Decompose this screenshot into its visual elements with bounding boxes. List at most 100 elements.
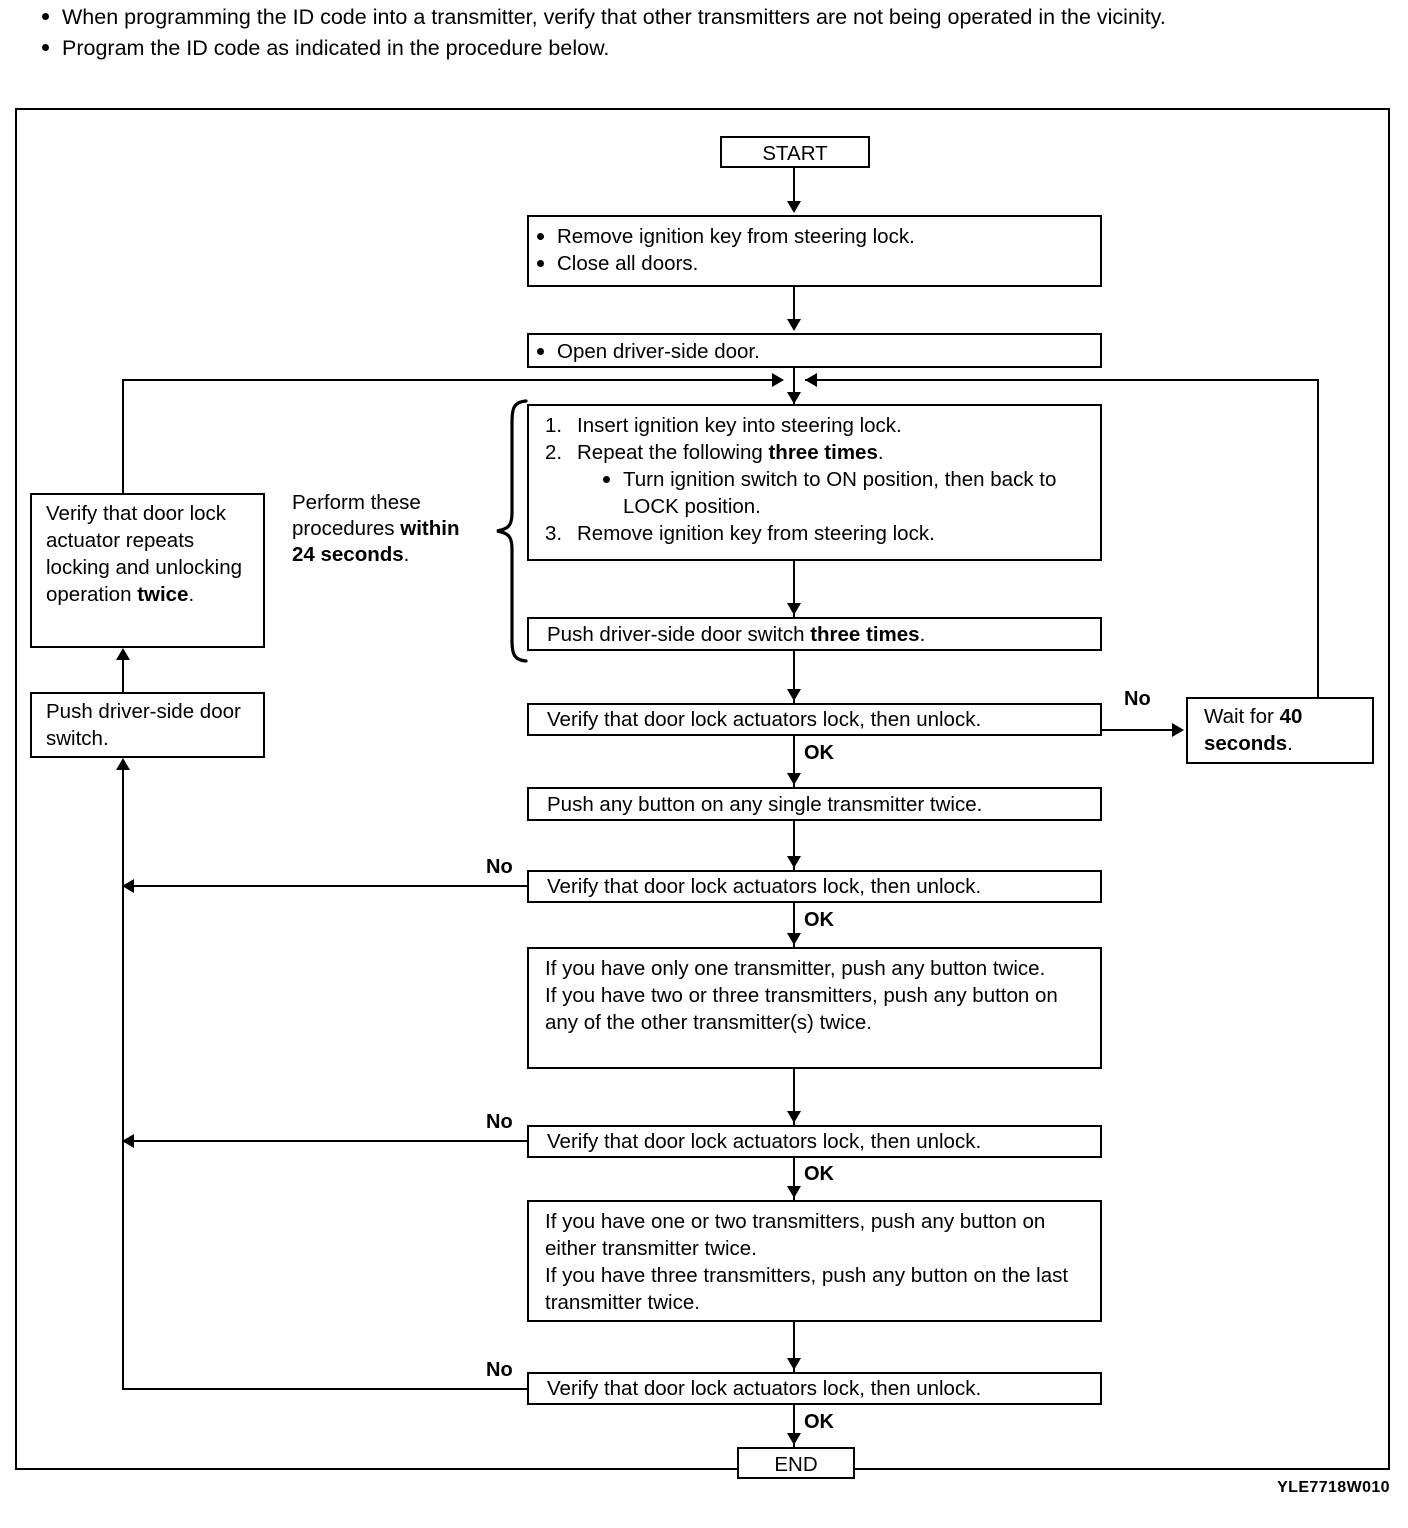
connector-verify-2-ok xyxy=(793,903,795,947)
arrow-down-icon xyxy=(787,689,801,701)
node-start: START xyxy=(720,136,870,168)
bullet-icon xyxy=(42,13,49,20)
edge-label-no-4: No xyxy=(484,1359,515,1382)
connector-ignition-to-push xyxy=(793,561,795,617)
connector-verify-4-ok xyxy=(793,1405,795,1447)
edge-label-no-1: No xyxy=(1122,688,1153,711)
edge-label-ok-4: OK xyxy=(802,1411,836,1434)
connector-left-trunk-mid xyxy=(122,660,124,698)
connector-left-trunk-4 xyxy=(122,1140,124,1390)
connector-verify-2-no xyxy=(122,885,528,887)
arrow-left-icon xyxy=(122,879,134,893)
note-item: When programming the ID code into a tran… xyxy=(18,4,1390,31)
edge-label-ok-3: OK xyxy=(802,1163,836,1186)
connector-open-door-to-junction xyxy=(793,368,795,404)
connector-prepare-to-open-door xyxy=(793,287,795,321)
connector-left-trunk-lower xyxy=(122,770,124,887)
arrow-right-icon xyxy=(1172,723,1184,737)
node-prepare: Remove ignition key from steering lock. … xyxy=(527,215,1102,287)
connector-wait-loop-up xyxy=(1317,379,1319,699)
ignition-step-1-number: 1. xyxy=(545,414,563,437)
node-verify-1: Verify that door lock actuators lock, th… xyxy=(527,703,1102,736)
bullet-icon xyxy=(42,44,49,51)
connector-verify-1-ok xyxy=(793,736,795,787)
connector-verify-1-no xyxy=(1102,729,1172,731)
arrow-down-icon xyxy=(787,603,801,615)
arrow-down-icon xyxy=(787,773,801,785)
arrow-down-icon xyxy=(787,1186,801,1198)
note-text: Program the ID code as indicated in the … xyxy=(62,36,610,60)
connector-push-to-verify-1 xyxy=(793,651,795,703)
arrow-down-icon xyxy=(787,1433,801,1445)
connector-verify-3-ok xyxy=(793,1158,795,1200)
node-last-transmitter-line2: If you have three transmitters, push any… xyxy=(545,1264,1069,1314)
node-prepare-bullet: Close all doors. xyxy=(529,250,1100,277)
ignition-step-2: 2. Repeat the following three times. Tur… xyxy=(543,439,1096,520)
arrow-down-icon xyxy=(787,1111,801,1123)
node-verify-2: Verify that door lock actuators lock, th… xyxy=(527,870,1102,903)
notes-list: When programming the ID code into a tran… xyxy=(18,4,1390,66)
node-verify-actuator-repeats: Verify that door lock actuator repeats l… xyxy=(30,493,265,648)
node-end: END xyxy=(737,1447,855,1479)
node-verify-3-text: Verify that door lock actuators lock, th… xyxy=(547,1130,982,1153)
node-prepare-bullet: Remove ignition key from steering lock. xyxy=(529,223,1100,250)
connector-left-loop-down xyxy=(122,379,124,495)
arrow-down-icon xyxy=(787,392,801,404)
arrow-down-icon xyxy=(787,319,801,331)
edge-label-ok-1: OK xyxy=(802,742,836,765)
node-push-single-transmitter-text: Push any button on any single transmitte… xyxy=(547,793,983,816)
node-verify-actuator-repeats-text: Verify that door lock actuator repeats l… xyxy=(46,502,243,606)
arrow-down-icon xyxy=(787,856,801,868)
note-item: Program the ID code as indicated in the … xyxy=(18,35,1390,62)
node-push-switch-three-times-text: Push driver-side door switch three times… xyxy=(547,623,926,646)
node-open-door: Open driver-side door. xyxy=(527,333,1102,368)
connector-verify-3-no xyxy=(122,1140,528,1142)
ignition-step-2-text: Repeat the following three times. xyxy=(577,441,884,464)
edge-label-no-2: No xyxy=(484,856,515,879)
node-push-door-switch: Push driver-side door switch. xyxy=(30,692,265,758)
ignition-step-3-number: 3. xyxy=(545,522,563,545)
node-push-door-switch-text: Push driver-side door switch. xyxy=(46,700,241,750)
arrow-down-icon xyxy=(787,933,801,945)
ignition-step-1-text: Insert ignition key into steering lock. xyxy=(577,414,902,437)
node-other-transmitters: If you have only one transmitter, push a… xyxy=(527,947,1102,1069)
node-end-label: END xyxy=(774,1453,818,1476)
node-last-transmitter-line1: If you have one or two transmitters, pus… xyxy=(545,1210,1046,1260)
timing-caption-line2: procedures within xyxy=(292,517,460,540)
node-verify-1-text: Verify that door lock actuators lock, th… xyxy=(547,708,982,731)
timing-caption-line3: 24 seconds. xyxy=(292,543,410,566)
timing-caption-line1: Perform these xyxy=(292,491,421,514)
ignition-step-2-number: 2. xyxy=(545,441,563,464)
connector-left-loop-top xyxy=(122,379,782,381)
arrow-right-icon xyxy=(772,373,784,387)
node-verify-3: Verify that door lock actuators lock, th… xyxy=(527,1125,1102,1158)
node-start-label: START xyxy=(762,142,828,165)
flowchart-frame xyxy=(15,108,1390,1470)
node-other-transmitters-line2: If you have two or three transmitters, p… xyxy=(545,984,1058,1034)
connector-push-single-to-verify-2 xyxy=(793,821,795,870)
ignition-step-3: 3. Remove ignition key from steering loc… xyxy=(543,520,1096,547)
node-other-transmitters-line1: If you have only one transmitter, push a… xyxy=(545,957,1046,980)
timing-caption: Perform these procedures within 24 secon… xyxy=(292,490,492,568)
edge-label-ok-2: OK xyxy=(802,909,836,932)
node-push-single-transmitter: Push any button on any single transmitte… xyxy=(527,787,1102,821)
connector-other-to-verify-3 xyxy=(793,1069,795,1125)
connector-verify-4-no xyxy=(122,1388,528,1390)
ignition-step-3-text: Remove ignition key from steering lock. xyxy=(577,522,935,545)
connector-start-to-prepare xyxy=(793,168,795,203)
node-verify-4: Verify that door lock actuators lock, th… xyxy=(527,1372,1102,1405)
figure-code: YLE7718W010 xyxy=(1277,1479,1390,1496)
ignition-step-2-sub: Turn ignition switch to ON position, the… xyxy=(599,466,1096,520)
connector-wait-loop-left xyxy=(805,379,1319,381)
arrow-left-icon xyxy=(122,1134,134,1148)
arrow-left-icon xyxy=(805,373,817,387)
node-push-switch-three-times: Push driver-side door switch three times… xyxy=(527,617,1102,651)
connector-last-to-verify-4 xyxy=(793,1322,795,1372)
node-ignition-procedure: 1. Insert ignition key into steering loc… xyxy=(527,404,1102,561)
node-verify-2-text: Verify that door lock actuators lock, th… xyxy=(547,875,982,898)
note-text: When programming the ID code into a tran… xyxy=(62,5,1166,29)
arrow-up-icon xyxy=(116,648,130,660)
ignition-step-1: 1. Insert ignition key into steering loc… xyxy=(543,412,1096,439)
